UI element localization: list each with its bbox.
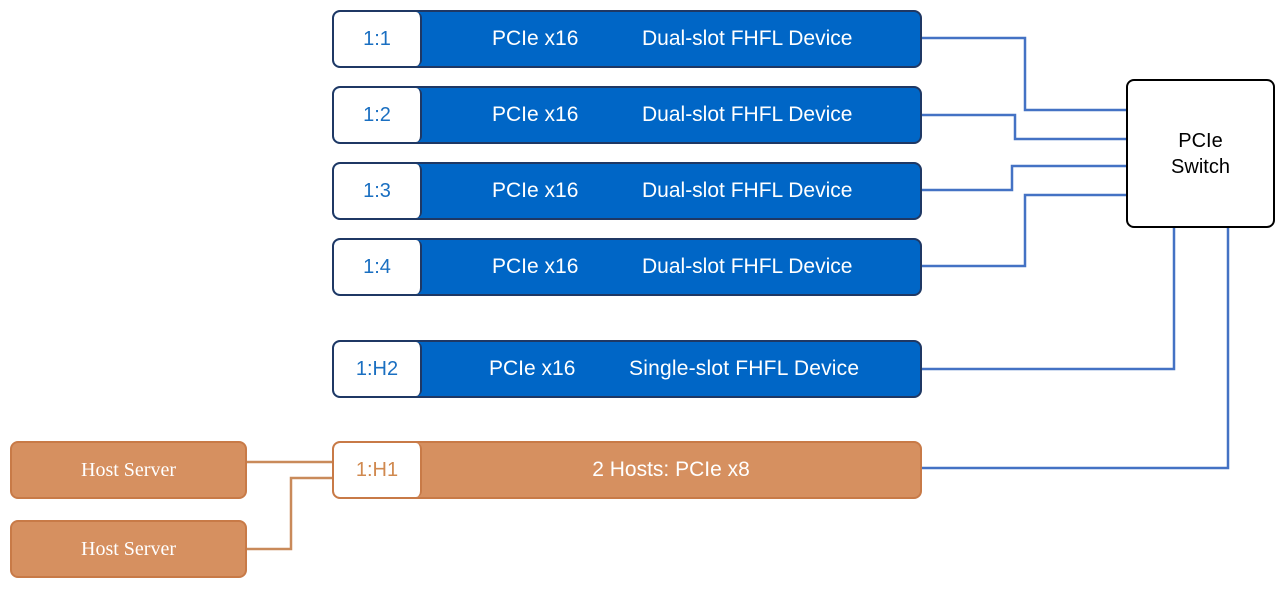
host-server-2: Host Server (10, 520, 247, 578)
link-slot-1-1 (922, 36, 1128, 112)
link-host-2 (247, 476, 334, 551)
slot-device: Dual-slot FHFL Device (642, 103, 853, 126)
slot-id: 1:H1 (334, 443, 422, 497)
slot-device: Single-slot FHFL Device (629, 357, 860, 380)
slot-row-1-1: 1:1 PCIe x16 Dual-slot FHFL Device (332, 10, 922, 68)
link-slot-1-h2 (922, 228, 1176, 371)
slot-host-label: 2 Hosts: PCIe x8 (592, 458, 750, 481)
slot-bus: PCIe x16 (492, 179, 579, 202)
slot-bus: PCIe x16 (492, 255, 579, 278)
slot-row-1-4: 1:4 PCIe x16 Dual-slot FHFL Device (332, 238, 922, 296)
slot-row-1-3: 1:3 PCIe x16 Dual-slot FHFL Device (332, 162, 922, 220)
link-slot-1-2 (922, 113, 1128, 141)
pcie-switch: PCIe Switch (1126, 79, 1275, 228)
slot-row-1-2: 1:2 PCIe x16 Dual-slot FHFL Device (332, 86, 922, 144)
slot-id: 1:4 (334, 240, 422, 294)
slot-bus: PCIe x16 (489, 357, 576, 380)
slot-id: 1:H2 (334, 342, 422, 396)
slot-row-1-h2: 1:H2 PCIe x16 Single-slot FHFL Device (332, 340, 922, 398)
link-slot-1-3 (922, 164, 1128, 192)
link-slot-1-h1 (922, 228, 1230, 470)
slot-device: Dual-slot FHFL Device (642, 255, 853, 278)
slot-device: Dual-slot FHFL Device (642, 179, 853, 202)
host-server-1: Host Server (10, 441, 247, 499)
slot-row-1-h1: 1:H1 2 Hosts: PCIe x8 (332, 441, 922, 499)
slot-bus: PCIe x16 (492, 103, 579, 126)
link-slot-1-4 (922, 193, 1128, 268)
slot-bus: PCIe x16 (492, 27, 579, 50)
slot-id: 1:3 (334, 164, 422, 218)
slot-id: 1:1 (334, 12, 422, 66)
slot-device: Dual-slot FHFL Device (642, 27, 853, 50)
slot-id: 1:2 (334, 88, 422, 142)
